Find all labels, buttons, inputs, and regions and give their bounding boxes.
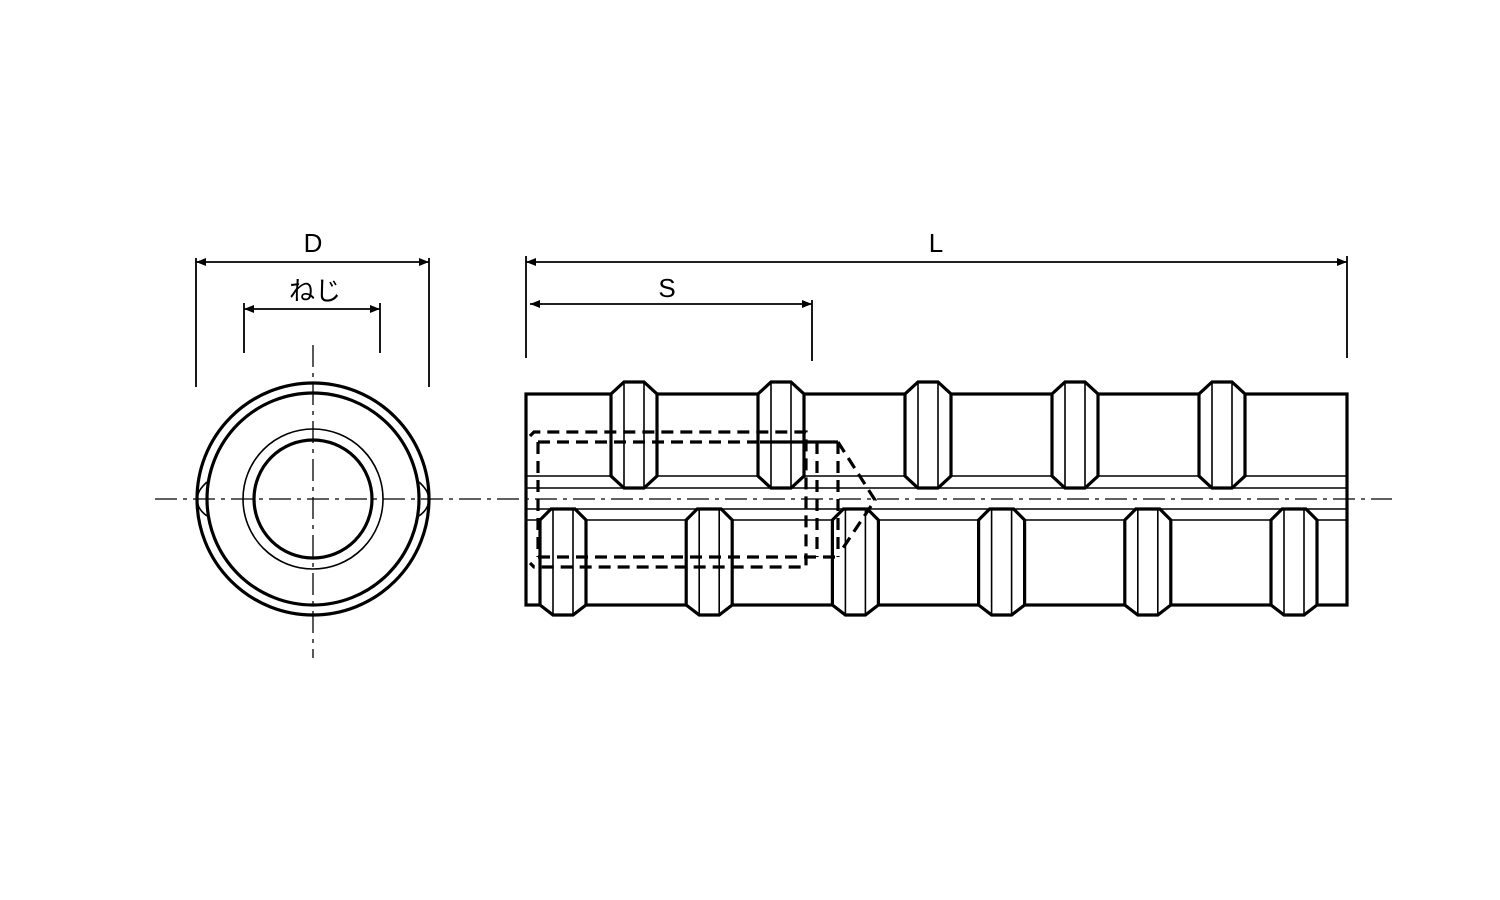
rib-root-circle <box>205 391 421 607</box>
end-view <box>195 381 431 617</box>
bottom-rib <box>977 507 1027 617</box>
bottom-rib <box>1269 507 1319 617</box>
hidden-thread-major <box>528 430 808 569</box>
bottom-rib <box>1123 507 1173 617</box>
dimension-d: D <box>195 228 430 387</box>
right-rib-lens <box>418 481 430 517</box>
bottom-rib <box>538 507 588 617</box>
dimension-s-label: S <box>658 273 675 303</box>
top-rib <box>756 380 806 490</box>
dimension-d-label: D <box>304 228 323 258</box>
dimension-l-label: L <box>929 228 943 258</box>
dimension-thread: ねじ <box>243 276 381 353</box>
left-rib-lens <box>196 481 208 517</box>
top-rib <box>903 380 953 490</box>
dimension-s: S <box>530 273 813 361</box>
bore-circle <box>252 438 374 560</box>
top-rib <box>609 380 659 490</box>
hidden-drill-point <box>836 441 877 549</box>
bottom-rib <box>830 507 880 617</box>
dimension-l: L <box>525 228 1348 358</box>
side-view <box>524 380 1349 617</box>
bottom-rib <box>684 507 734 617</box>
top-rib <box>1197 380 1247 490</box>
thread-major-circle <box>242 428 384 570</box>
outer-circle <box>195 381 431 617</box>
top-rib <box>1050 380 1100 490</box>
dimension-thread-label: ねじ <box>289 276 341 306</box>
